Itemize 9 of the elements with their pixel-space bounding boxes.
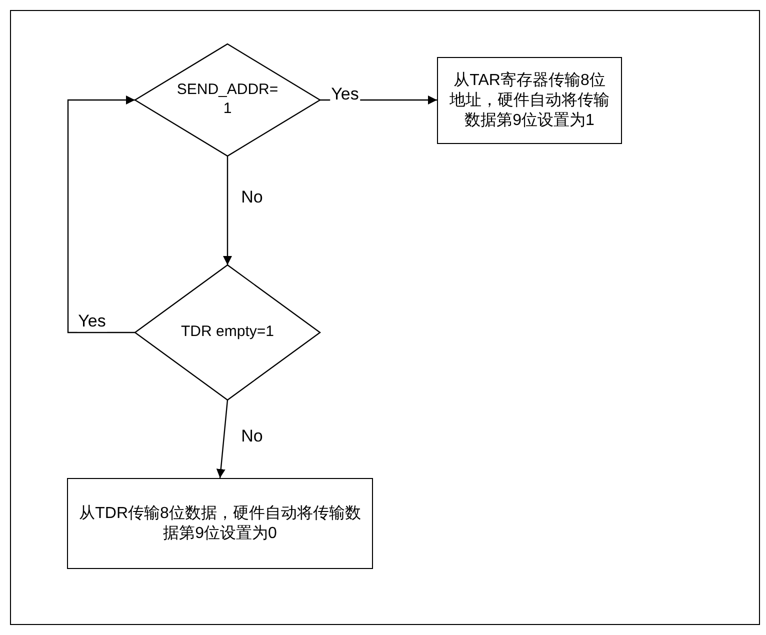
node-text: TDR empty=1: [180, 323, 275, 342]
node-text: 从TAR寄存器传输8位地址，硬件自动将传输数据第9位设置为1: [448, 70, 610, 130]
arrow: [67, 96, 135, 334]
node-text: SEND_ADDR=1: [176, 81, 280, 119]
process-box: [67, 478, 373, 569]
arrow: [216, 400, 228, 478]
node-text: 从TDR传输8位数据，硬件自动将传输数据第9位设置为0: [78, 504, 362, 544]
process-box: [437, 57, 622, 144]
arrow: [223, 156, 232, 265]
